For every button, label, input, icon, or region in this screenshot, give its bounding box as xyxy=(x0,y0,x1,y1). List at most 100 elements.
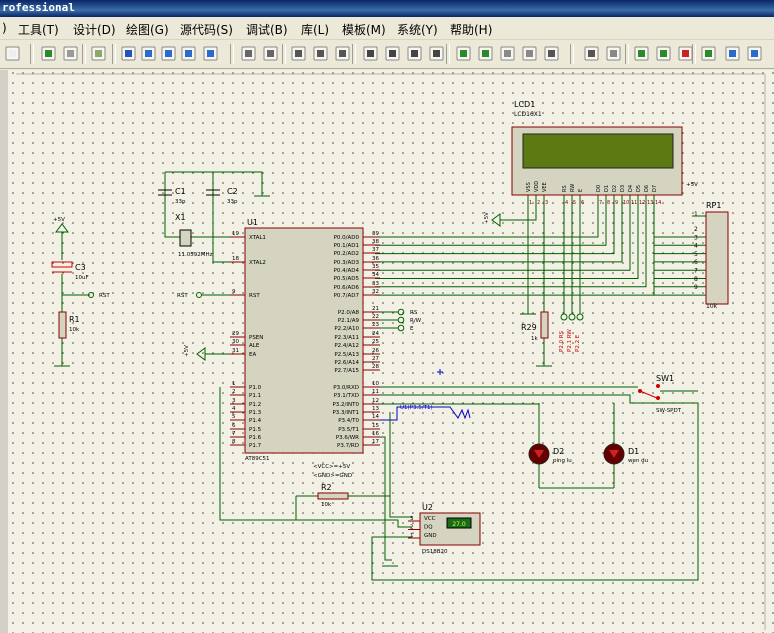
zoom-area-icon[interactable] xyxy=(202,45,219,62)
grid-icon[interactable] xyxy=(62,45,79,62)
menu-item-0[interactable]: 工具(T) xyxy=(18,23,59,37)
c2-name: C2 xyxy=(227,187,238,196)
menu-item-7[interactable]: 系统(Y) xyxy=(397,23,438,37)
r1-body[interactable] xyxy=(58,311,67,339)
u1-pin-label: XTAL2 xyxy=(249,260,266,266)
u2-pin-label: GND xyxy=(424,533,437,539)
new-sheet-icon[interactable] xyxy=(633,45,650,62)
bom-icon[interactable] xyxy=(724,45,741,62)
lcd-pin-number: 13 xyxy=(647,200,653,206)
paste-icon[interactable] xyxy=(334,45,351,62)
rst-label: RST xyxy=(177,293,188,299)
r2-body[interactable] xyxy=(317,492,349,500)
rp1-body[interactable] xyxy=(705,211,729,305)
p2-terminal-icon[interactable] xyxy=(397,308,405,316)
u1-pin-label: P2.1/A9 xyxy=(338,318,360,324)
r1-value: 10k xyxy=(69,327,80,333)
d1-name: D1 xyxy=(628,447,639,456)
lcd-ctrl-label: P2.0 RS xyxy=(559,330,565,352)
sw1-contact[interactable] xyxy=(656,396,660,400)
rp1-pin-number: 2 xyxy=(694,226,698,233)
r29-name: R29 xyxy=(521,323,537,332)
netlist-icon[interactable] xyxy=(700,45,717,62)
c3-body[interactable] xyxy=(51,261,73,268)
copy-icon[interactable] xyxy=(312,45,329,62)
pick-device-icon[interactable] xyxy=(455,45,472,62)
schematic-canvas[interactable]: LCD1LCD16X1VSS1VDD2VEE3RS4RW5E6D07D18D29… xyxy=(0,70,774,633)
u1-pin-label: P1.7 xyxy=(249,443,262,449)
u1-power-label: <VCC>=+5V xyxy=(313,464,350,470)
menu-item-1[interactable]: 设计(D) xyxy=(73,23,116,37)
zoom-all-icon-glyph xyxy=(181,46,196,61)
make-device-icon[interactable] xyxy=(477,45,494,62)
add-sheet-icon[interactable] xyxy=(655,45,672,62)
remove-sheet-icon-glyph xyxy=(678,46,693,61)
block-rotate-icon[interactable] xyxy=(406,45,423,62)
terminal-icon[interactable] xyxy=(568,313,576,321)
u1-pin-label: P2.7/A15 xyxy=(334,368,359,374)
x1-body[interactable] xyxy=(179,229,192,247)
p2-terminal-icon[interactable] xyxy=(397,316,405,324)
property-assign-icon[interactable] xyxy=(605,45,622,62)
u1-pin-number: 37 xyxy=(372,247,379,253)
zoom-all-icon[interactable] xyxy=(180,45,197,62)
lcd-pin-number: 10 xyxy=(623,200,629,206)
terminal-icon[interactable] xyxy=(560,313,568,321)
erc-icon[interactable] xyxy=(746,45,763,62)
origin-icon[interactable] xyxy=(90,45,107,62)
search-icon[interactable] xyxy=(583,45,600,62)
sw1-name: SW1 xyxy=(656,374,674,383)
origin-icon-glyph xyxy=(91,46,106,61)
block-copy-icon[interactable] xyxy=(362,45,379,62)
rst-terminal-icon[interactable] xyxy=(196,292,202,298)
terminal-icon[interactable] xyxy=(576,313,584,321)
r29-body[interactable] xyxy=(540,311,549,339)
u1-pin-number: 4 xyxy=(232,406,236,412)
u1-body[interactable] xyxy=(244,227,364,454)
u1-pin-number: 1 xyxy=(232,381,236,387)
menu-item-5[interactable]: 库(L) xyxy=(301,23,330,37)
u1-pin-number: 36 xyxy=(372,256,379,262)
rp1-pin-number: 4 xyxy=(694,243,698,250)
package-icon[interactable] xyxy=(499,45,516,62)
u1-pin-number: 19 xyxy=(232,231,239,237)
rp1-pin-number: 9 xyxy=(694,284,698,291)
u1-pin-number: 13 xyxy=(372,406,379,412)
sw1-contact[interactable] xyxy=(656,384,660,388)
erc-icon-glyph xyxy=(747,46,762,61)
u1-pin-label: P1.3 xyxy=(249,410,262,416)
new-icon[interactable] xyxy=(4,45,21,62)
menu-item-6[interactable]: 模板(M) xyxy=(342,23,386,37)
save-icon[interactable] xyxy=(40,45,57,62)
decompose-icon[interactable] xyxy=(521,45,538,62)
u1-pin-number: 32 xyxy=(372,289,379,295)
redo-icon[interactable] xyxy=(262,45,279,62)
block-delete-icon-glyph xyxy=(429,46,444,61)
lcd-pin-label: D6 xyxy=(644,185,650,192)
undo-icon[interactable] xyxy=(240,45,257,62)
x1-value: 11.0592MHz xyxy=(178,252,213,258)
lcd-pin-number: 7 xyxy=(599,200,602,206)
p2-terminal-icon[interactable] xyxy=(397,324,405,332)
wire-autorouter-icon[interactable] xyxy=(543,45,560,62)
cut-icon[interactable] xyxy=(290,45,307,62)
menu-item-4[interactable]: 调试(B) xyxy=(246,23,288,37)
new-sheet-icon-glyph xyxy=(634,46,649,61)
lcd-pin-number: 5 xyxy=(573,200,576,206)
u1-pin-label: P3.2/INT0 xyxy=(332,402,359,408)
u2-pin-number: 3 xyxy=(410,516,414,522)
zoom-out-icon[interactable] xyxy=(160,45,177,62)
zoom-in-icon[interactable] xyxy=(140,45,157,62)
sw1-lever[interactable] xyxy=(639,390,658,399)
menu-item-8[interactable]: 帮助(H) xyxy=(450,23,493,37)
add-sheet-icon-glyph xyxy=(656,46,671,61)
remove-sheet-icon[interactable] xyxy=(677,45,694,62)
block-delete-icon[interactable] xyxy=(428,45,445,62)
lcd-pin-label: VEE xyxy=(542,182,548,192)
u1-pin-label: P3.3/INT1 xyxy=(332,410,359,416)
block-move-icon[interactable] xyxy=(384,45,401,62)
pan-icon[interactable] xyxy=(120,45,137,62)
menu-item-2[interactable]: 绘图(G) xyxy=(126,23,169,37)
menu-item-3[interactable]: 源代码(S) xyxy=(180,23,233,37)
rst-terminal-icon[interactable] xyxy=(88,292,94,298)
